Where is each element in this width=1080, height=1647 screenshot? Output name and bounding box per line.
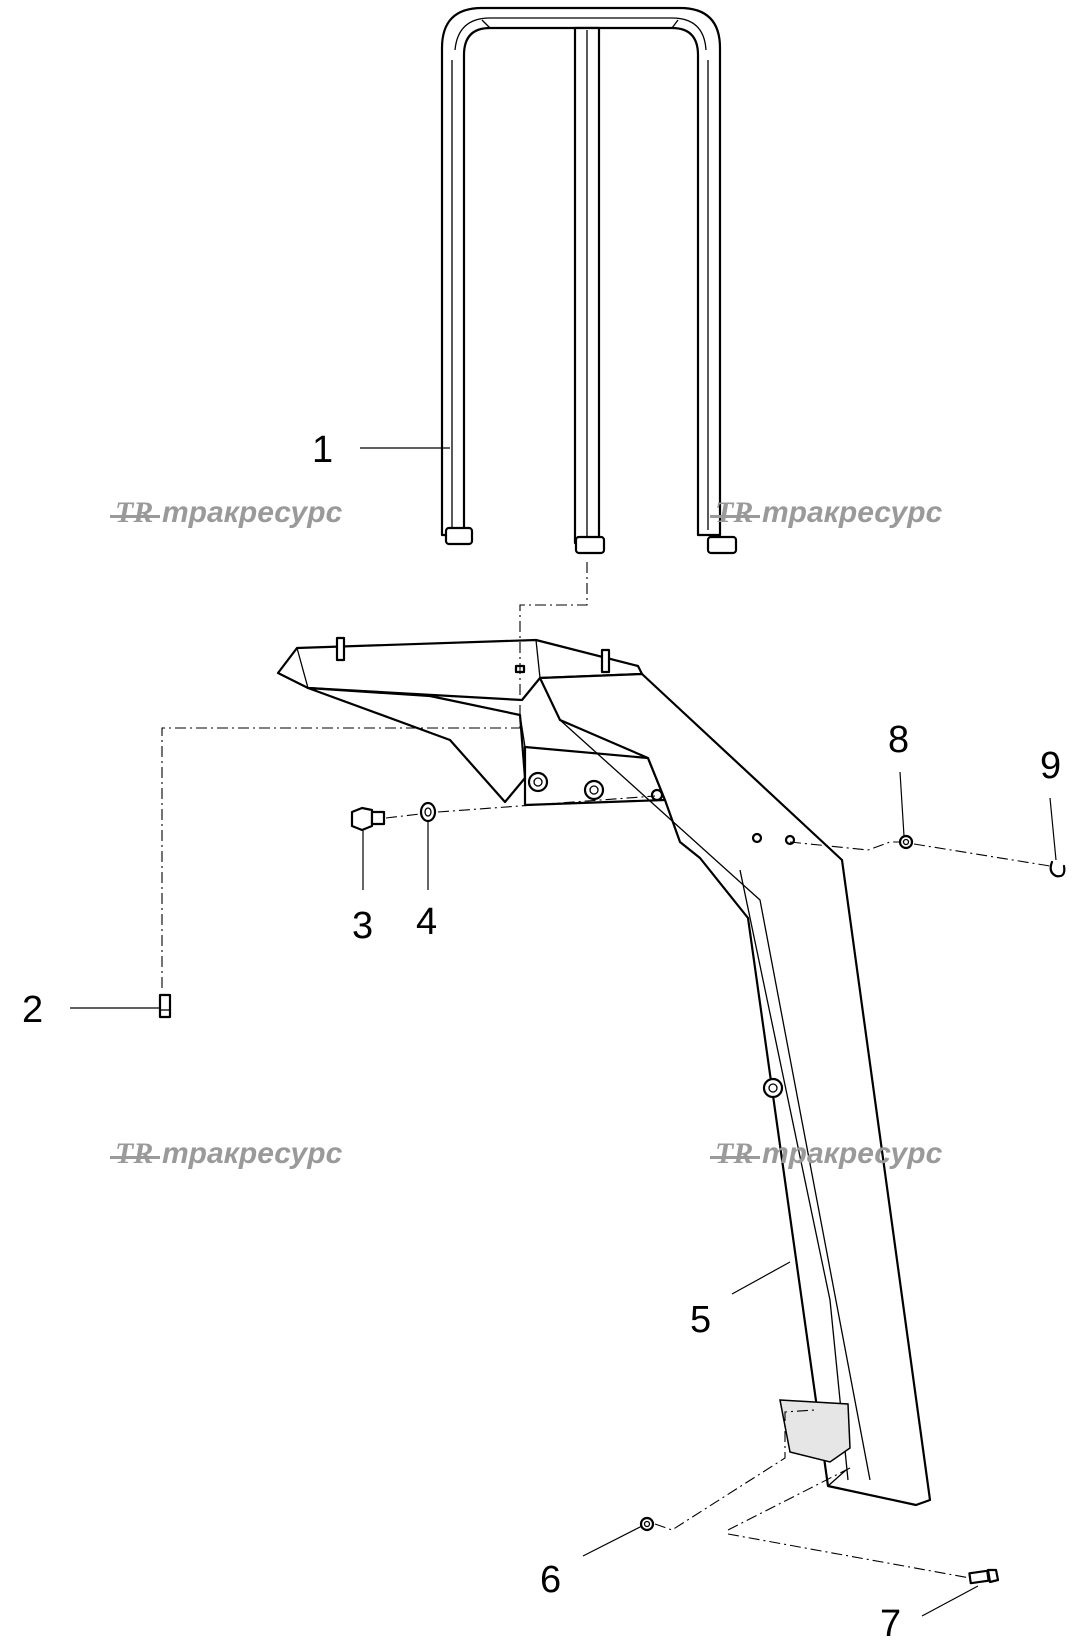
watermark-text: тракресурс — [162, 496, 343, 529]
callout-2: 2 — [22, 989, 43, 1031]
handrail-part-1 — [440, 6, 738, 555]
callout-labels: 1 2 3 4 5 6 7 8 9 — [22, 429, 1061, 1645]
watermark-top-right: TR тракресурс — [710, 496, 943, 529]
assembly-lines — [161, 562, 1051, 1579]
watermark-top-left: TR тракресурс — [110, 496, 343, 529]
watermark-text: тракресурс — [162, 1137, 343, 1170]
watermark-text: тракресурс — [762, 1137, 943, 1170]
washer-part-8 — [898, 834, 914, 850]
watermark-logo: TR — [115, 1137, 153, 1170]
watermark-logo: TR — [115, 496, 153, 529]
watermark-logo: TR — [715, 496, 753, 529]
callout-1: 1 — [312, 429, 333, 471]
callout-3: 3 — [352, 905, 373, 947]
clip-part-9 — [1049, 860, 1066, 878]
washer-part-4 — [419, 801, 437, 823]
callout-8: 8 — [888, 719, 909, 761]
callout-5: 5 — [690, 1299, 711, 1341]
bolt-part-7 — [968, 1568, 1000, 1585]
watermark-bottom-left: TR тракресурс — [110, 1137, 343, 1170]
watermark-logo: TR — [715, 1137, 753, 1170]
bolt-part-3 — [350, 806, 386, 832]
callout-6: 6 — [540, 1559, 561, 1601]
watermark-text: тракресурс — [762, 496, 943, 529]
callout-9: 9 — [1040, 745, 1061, 787]
bolt-part-2 — [158, 993, 172, 1019]
leader-lines — [70, 447, 1057, 1617]
fender-bracket-part-5 — [276, 636, 932, 1507]
washer-part-6 — [639, 1516, 655, 1532]
callout-7: 7 — [880, 1603, 901, 1645]
callout-4: 4 — [416, 901, 437, 943]
watermark-bottom-right: TR тракресурс — [710, 1137, 943, 1170]
